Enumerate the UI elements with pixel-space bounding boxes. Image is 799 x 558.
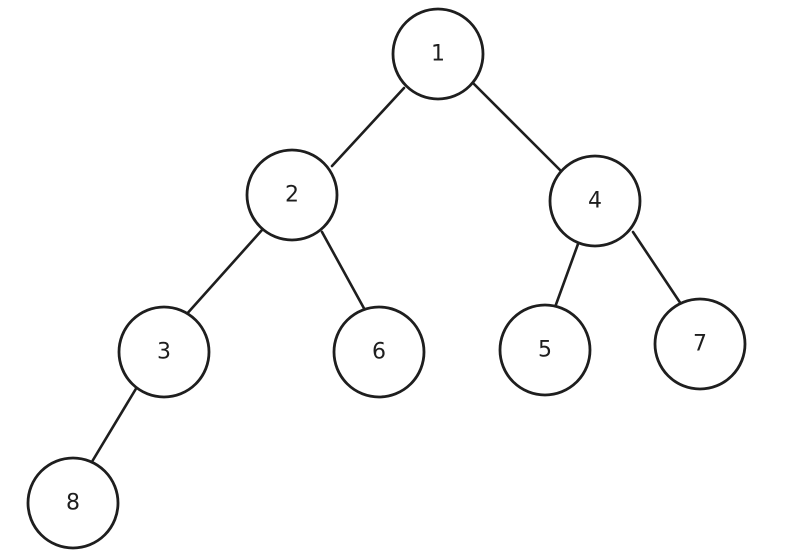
- edge-1-4: [471, 81, 564, 174]
- node-label-3: 3: [157, 340, 171, 365]
- tree-node-6: 6: [332, 305, 426, 399]
- edge-3-8: [88, 385, 139, 467]
- node-label-4: 4: [588, 189, 602, 214]
- node-label-2: 2: [285, 183, 299, 208]
- tree-node-1: 1: [391, 7, 485, 101]
- tree-node-2: 2: [245, 148, 339, 242]
- tree-node-5: 5: [498, 303, 592, 397]
- tree-node-3: 3: [117, 305, 211, 399]
- edge-4-5: [552, 242, 580, 312]
- edge-4-7: [631, 230, 683, 306]
- nodes-layer: 1 2 4 3 6 5 7 8: [26, 7, 747, 550]
- tree-node-4: 4: [548, 154, 642, 248]
- node-label-5: 5: [538, 338, 552, 363]
- tree-node-7: 7: [653, 297, 747, 391]
- node-label-1: 1: [431, 42, 445, 67]
- edges-layer: [88, 81, 683, 467]
- edge-2-6: [320, 230, 368, 314]
- tree-node-8: 8: [26, 456, 120, 550]
- node-label-8: 8: [66, 491, 80, 516]
- node-label-7: 7: [693, 332, 707, 357]
- node-label-6: 6: [372, 340, 386, 365]
- edge-1-2: [330, 86, 406, 168]
- edge-2-3: [183, 228, 264, 318]
